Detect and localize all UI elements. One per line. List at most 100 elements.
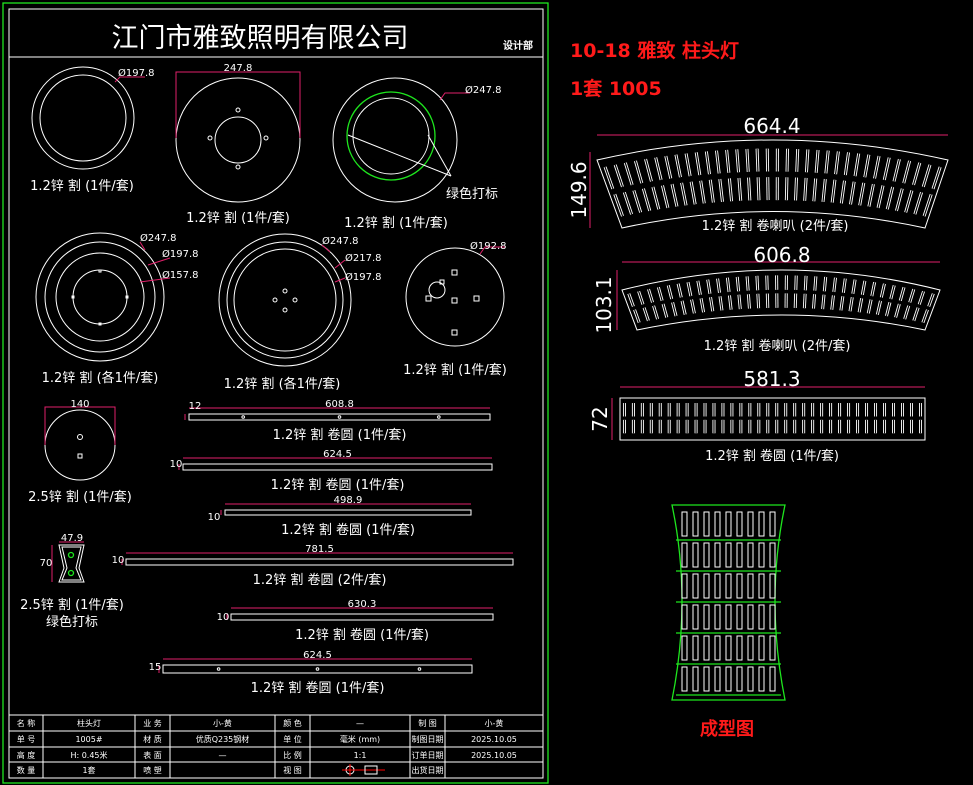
formed-view: 成型图 (671, 504, 786, 740)
dim-rings4-3: Ø197.8 (345, 271, 382, 283)
strip-height: 12 (189, 401, 202, 412)
title-block-value: 1005# (75, 735, 102, 744)
title-block-label: 高 度 (17, 750, 36, 760)
dim-arc2-height: 103.1 (592, 276, 616, 333)
label-rings4: 1.2锌 割 (各1件/套) (224, 376, 341, 392)
dim-band-width: 581.3 (743, 367, 800, 391)
projection-symbol (342, 764, 385, 776)
dim-arc1-width: 664.4 (743, 114, 800, 138)
strip-label: 1.2锌 割 卷圆 (1件/套) (273, 427, 407, 443)
strip-label: 1.2锌 割 卷圆 (1件/套) (295, 627, 429, 643)
strip-height: 10 (208, 512, 221, 523)
dim-bracket-height: 70 (40, 558, 53, 569)
dim-rings4-1: Ø247.8 (322, 235, 359, 247)
dim-rings4-2: Ø217.8 (345, 252, 382, 264)
title-block-label: 名 称 (17, 718, 36, 728)
label-disc2: 2.5锌 割 (1件/套) (28, 489, 132, 505)
strip-length: 624.5 (323, 449, 352, 460)
label-band: 1.2锌 割 卷圆 (1件/套) (705, 448, 839, 464)
strip-label: 1.2锌 割 卷圆 (1件/套) (251, 680, 385, 696)
title-block-value: 2025.10.05 (471, 751, 517, 760)
strip-part: 498.9 10 1.2锌 割 卷圆 (1件/套) (208, 495, 472, 538)
title-block-label: 订单日期 (412, 750, 444, 760)
label-disc1: 1.2锌 割 (1件/套) (186, 210, 290, 226)
title-block-value: 2025.10.05 (471, 735, 517, 744)
title-block-label: 表 面 (143, 750, 162, 760)
dim-disc2: 140 (70, 399, 89, 410)
title-block-value: 1套 (82, 765, 95, 775)
part-rings-set1: Ø247.8 Ø197.8 Ø157.8 1.2锌 割 (各1件/套) (35, 232, 199, 386)
title-block-label: 制图日期 (412, 734, 444, 744)
title-block-value: 小-黄 (213, 718, 232, 728)
part-ring-197: Ø197.8 1.2锌 割 (1件/套) (30, 66, 155, 194)
dim-arc2-width: 606.8 (753, 243, 810, 267)
dim-bracket-width: 47.9 (61, 533, 83, 544)
part-bracket: 47.9 70 2.5锌 割 (1件/套) 绿色打标 (20, 533, 124, 630)
title-block-label: 比 例 (283, 750, 302, 760)
outer-frame (2, 2, 549, 784)
inner-frame (8, 8, 544, 779)
title-block-value: H: 0.45米 (70, 750, 107, 760)
part-disc-140: 140 2.5锌 割 (1件/套) (28, 399, 132, 505)
strip-height: 10 (170, 459, 183, 470)
strip-label: 1.2锌 割 卷圆 (1件/套) (271, 477, 405, 493)
project-title: 10-18 雅致 柱头灯 (570, 39, 739, 62)
department-label: 设计部 (503, 39, 533, 52)
title-block-value: 1:1 (354, 751, 367, 760)
title-block-value: 小-黄 (485, 718, 504, 728)
part-plate: Ø192.8 1.2锌 割 (1件/套) (403, 240, 507, 378)
strip-part: 630.3 10 1.2锌 割 卷圆 (1件/套) (217, 599, 494, 643)
label-ring1: 1.2锌 割 (1件/套) (30, 178, 134, 194)
strip-length: 781.5 (305, 544, 334, 555)
strip-parts: 608.8 12 1.2锌 割 卷圆 (1件/套) 624.5 10 1.2锌 割 卷圆 … (112, 399, 514, 696)
strip-height: 15 (149, 662, 162, 673)
strip-length: 630.3 (348, 599, 377, 610)
dim-band-height: 72 (588, 406, 612, 431)
dim-plate: Ø192.8 (470, 240, 507, 252)
title-block-label: 数 量 (17, 765, 36, 775)
title-block-value: — (219, 751, 227, 760)
mark-ring2: 绿色打标 (446, 186, 498, 202)
part-rings-set2: Ø247.8 Ø217.8 Ø197.8 1.2锌 割 (各1件/套) (218, 233, 382, 392)
part-band-581: 581.3 72 1.2锌 割 卷圆 (1件/套) (588, 367, 926, 464)
title-block-label: 颜 色 (283, 718, 302, 728)
part-ring-green: Ø247.8 绿色打标 1.2锌 割 (1件/套) (332, 77, 502, 231)
strip-label: 1.2锌 割 卷圆 (1件/套) (281, 522, 415, 538)
title-block-label: 单 号 (17, 734, 36, 744)
strip-part: 624.5 10 1.2锌 割 卷圆 (1件/套) (170, 449, 493, 493)
part-arc-664: 664.4 149.6 1.2锌 割 卷喇叭 (2件/套) (567, 114, 949, 234)
part-disc-247: 247.8 1.2锌 割 (1件/套) (175, 63, 301, 226)
label-bracket: 2.5锌 割 (1件/套) (20, 597, 124, 613)
mark-bracket: 绿色打标 (46, 614, 98, 630)
strip-part: 608.8 12 1.2锌 割 卷圆 (1件/套) (184, 399, 491, 443)
title-block-label: 材 质 (143, 734, 162, 744)
dim-rings3-2: Ø197.8 (162, 248, 199, 260)
strip-length: 498.9 (334, 495, 363, 506)
formed-label: 成型图 (700, 718, 754, 740)
title-block-label: 视 图 (283, 765, 302, 775)
label-arc2: 1.2锌 割 卷喇叭 (2件/套) (704, 338, 851, 354)
title-block-label: 出货日期 (412, 765, 444, 775)
title-block-label: 制 图 (418, 718, 437, 728)
title-block-value: 优质Q235钢材 (196, 734, 250, 744)
strip-label: 1.2锌 割 卷圆 (2件/套) (253, 572, 387, 588)
title-block-label: 单 位 (283, 734, 302, 744)
title-block-label: 业 务 (143, 718, 162, 728)
label-plate: 1.2锌 割 (1件/套) (403, 362, 507, 378)
strip-length: 608.8 (325, 399, 354, 410)
label-arc1: 1.2锌 割 卷喇叭 (2件/套) (702, 218, 849, 234)
title-block-value: — (356, 719, 364, 728)
title-block-label: 喷 塑 (143, 765, 162, 775)
dim-disc1: 247.8 (224, 63, 253, 74)
company-title: 江门市雅致照明有限公司 (112, 23, 409, 54)
title-block-value: 毫米 (mm) (340, 734, 380, 744)
label-rings3: 1.2锌 割 (各1件/套) (42, 370, 159, 386)
dim-rings3-1: Ø247.8 (140, 232, 177, 244)
dim-ring2: Ø247.8 (465, 84, 502, 96)
strip-height: 10 (217, 612, 230, 623)
dim-arc1-height: 149.6 (567, 161, 591, 218)
